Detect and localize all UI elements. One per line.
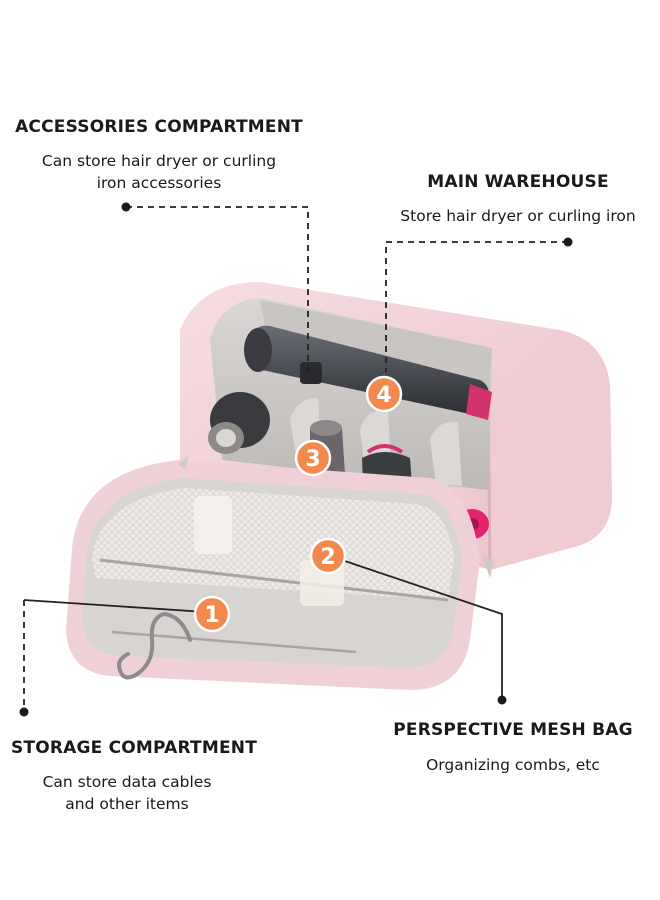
badge-3: 3 (294, 439, 332, 477)
badge-3-number: 3 (305, 447, 320, 472)
leader-main (385, 241, 568, 372)
dot-storage (19, 707, 29, 717)
dot-accessories (121, 202, 131, 212)
dot-mesh (497, 695, 507, 705)
mesh-bag-desc: Organizing combs, etc (426, 756, 600, 774)
storage-desc-line2: and other items (65, 795, 189, 813)
main-warehouse-title: MAIN WAREHOUSE (427, 172, 609, 192)
badge-1-number: 1 (204, 603, 219, 628)
badge-2-number: 2 (320, 545, 335, 570)
accessories-desc-line2: iron accessories (96, 174, 222, 192)
round-brush (208, 392, 270, 454)
mesh-bag-title: PERSPECTIVE MESH BAG (393, 720, 633, 740)
hanging-hook (117, 611, 192, 680)
hair-dryer (244, 325, 492, 420)
leader-mesh (335, 557, 503, 700)
dot-main (563, 237, 573, 247)
main-warehouse-desc: Store hair dryer or curling iron (400, 207, 636, 225)
accessories-title: ACCESSORIES COMPARTMENT (15, 117, 303, 137)
badge-4: 4 (365, 375, 403, 413)
storage-desc-line1: Can store data cables (42, 773, 212, 791)
leader-storage-solid (23, 599, 207, 613)
accessories-desc-line1: Can store hair dryer or curling (41, 152, 277, 170)
badge-2: 2 (309, 537, 347, 575)
leader-lines (23, 206, 568, 712)
leader-accessories (126, 206, 309, 372)
front-flap (66, 455, 494, 690)
badge-1: 1 (193, 595, 231, 633)
storage-title: STORAGE COMPARTMENT (10, 738, 257, 758)
badge-4-number: 4 (376, 383, 391, 408)
